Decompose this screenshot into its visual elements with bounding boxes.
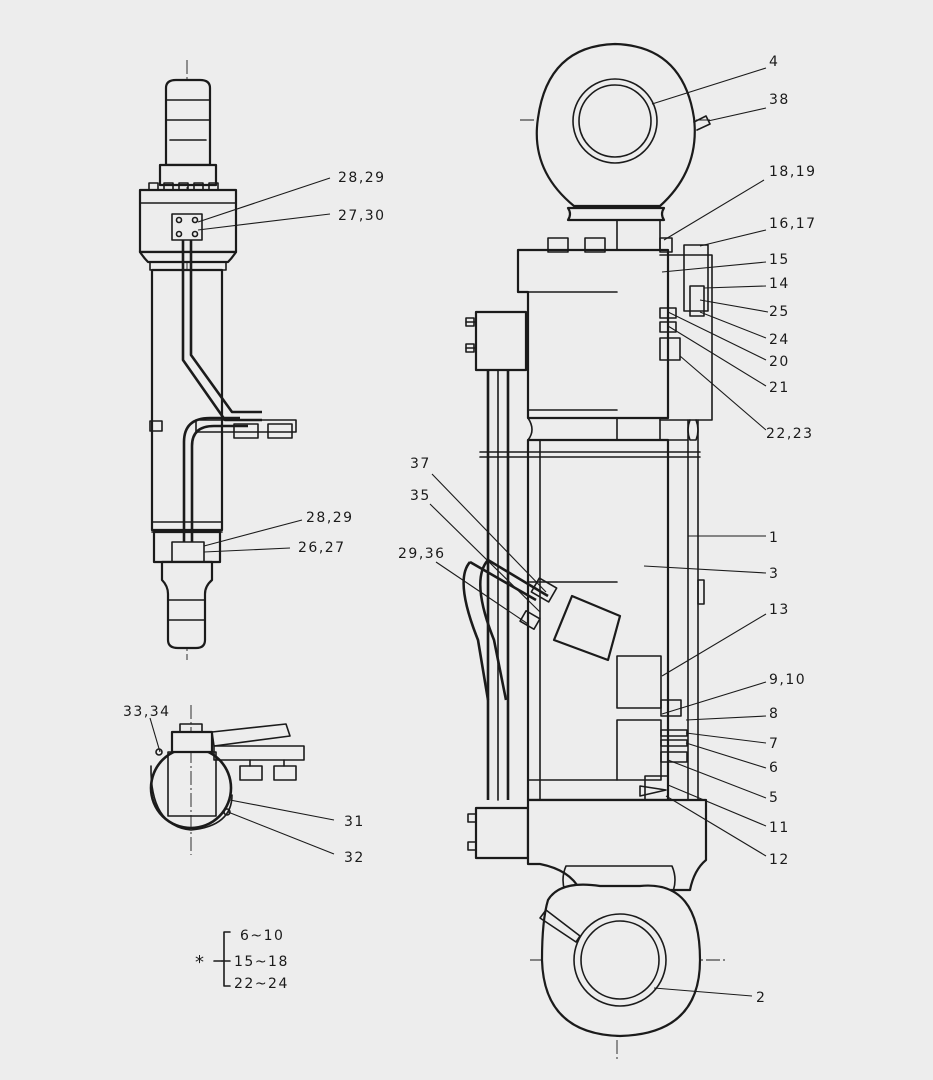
- label-29-36: 29,36: [398, 546, 446, 562]
- label-22-23: 22,23: [766, 426, 814, 442]
- label-37: 37: [410, 456, 431, 472]
- label-38: 38: [769, 92, 790, 108]
- label-28-29-bottom: 28,29: [306, 510, 354, 526]
- kit-note-range-2: 15~18: [234, 954, 289, 970]
- label-25: 25: [769, 304, 790, 320]
- label-31: 31: [344, 814, 365, 830]
- kit-note-range-3: 22~24: [234, 976, 289, 992]
- label-26-27: 26,27: [298, 540, 346, 556]
- kit-note-range-1: 6~10: [240, 928, 284, 944]
- label-3: 3: [769, 566, 779, 582]
- label-8: 8: [769, 706, 779, 722]
- front-view-cylinder: [462, 42, 725, 1060]
- kit-note-asterisk: *: [195, 952, 204, 973]
- label-32: 32: [344, 850, 365, 866]
- label-24: 24: [769, 332, 790, 348]
- label-27-30: 27,30: [338, 208, 386, 224]
- section-view-clamp: [149, 705, 305, 855]
- label-6: 6: [769, 760, 779, 776]
- leader-lines: [149, 67, 769, 997]
- label-4: 4: [769, 54, 779, 70]
- label-12: 12: [769, 852, 790, 868]
- label-15: 15: [769, 252, 790, 268]
- label-20: 20: [769, 354, 790, 370]
- label-16-17: 16,17: [769, 216, 817, 232]
- label-5: 5: [769, 790, 779, 806]
- label-1: 1: [769, 530, 779, 546]
- label-7: 7: [769, 736, 779, 752]
- label-33-34: 33,34: [123, 704, 171, 720]
- part-labels: 4 38 18,19 16,17 15 14 25 24 20 21 22,23…: [123, 54, 817, 1006]
- label-28-29-top: 28,29: [338, 170, 386, 186]
- label-35: 35: [410, 488, 431, 504]
- side-view-cylinder: [138, 60, 297, 660]
- label-18-19: 18,19: [769, 164, 817, 180]
- label-14: 14: [769, 276, 790, 292]
- label-9-10: 9,10: [769, 672, 806, 688]
- label-2: 2: [756, 990, 766, 1006]
- label-21: 21: [769, 380, 790, 396]
- kit-note: * 6~10 15~18 22~24: [195, 928, 289, 992]
- label-11: 11: [769, 820, 790, 836]
- label-13: 13: [769, 602, 790, 618]
